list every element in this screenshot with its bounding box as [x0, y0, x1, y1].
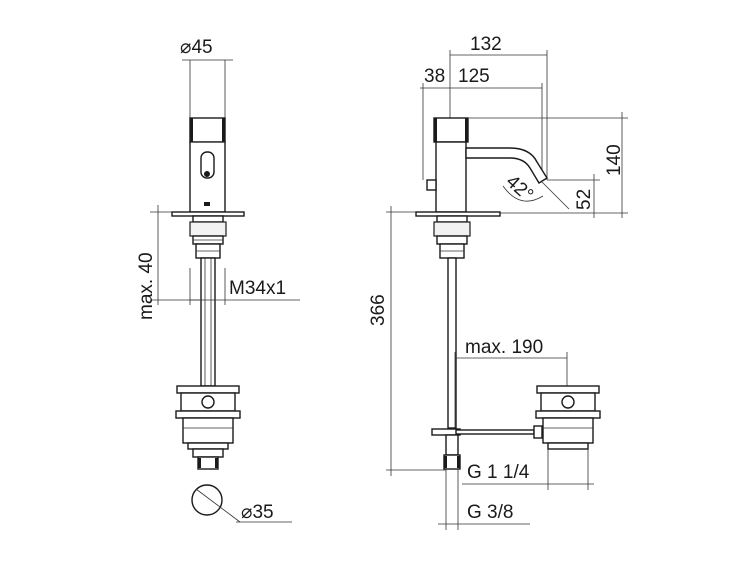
dim-outlet-height: 52: [547, 174, 600, 218]
label-pipe-length: 366: [368, 294, 389, 326]
label-overall-reach: 132: [470, 34, 502, 55]
dim-spout-diameter: ⌀45: [180, 37, 233, 118]
supply-pipe: [431, 257, 461, 470]
faucet-body-front: [189, 117, 226, 213]
pop-up-waste-front: [175, 385, 241, 470]
mounting-nut-front: [189, 215, 227, 259]
label-max-reach: max. 190: [465, 337, 543, 358]
dim-max-reach: max. 190: [454, 337, 568, 428]
front-view: ⌀45 max. 40: [136, 37, 300, 523]
mounting-nut-side: [433, 215, 471, 259]
threaded-rod-front: [200, 257, 216, 387]
drain-rod: [455, 429, 535, 435]
dim-overall-reach: 132: [449, 34, 548, 180]
label-spout-reach: 125: [458, 66, 490, 87]
dim-height: 140: [468, 112, 628, 218]
label-pop-up-diameter: ⌀35: [241, 502, 274, 523]
dim-pop-up-diameter: ⌀35: [191, 484, 292, 523]
label-supply-thread: G 3/8: [467, 502, 513, 523]
pop-up-waste-side: [535, 385, 601, 450]
dim-offset-reach: 38 125: [420, 66, 543, 180]
label-spout-diameter: ⌀45: [180, 37, 213, 58]
label-outlet-height: 52: [574, 189, 595, 210]
dim-supply-thread: G 3/8: [438, 469, 530, 530]
dim-pipe-length: 366: [368, 206, 446, 476]
side-view: 132 38 125 42°: [368, 34, 628, 530]
dim-thread: M34x1: [189, 268, 300, 305]
label-max-depth: max. 40: [136, 252, 157, 320]
label-height: 140: [604, 144, 625, 176]
dim-waste-thread: G 1 1/4: [462, 449, 594, 490]
label-waste-thread: G 1 1/4: [467, 462, 530, 483]
drain-rod-clip: [533, 425, 543, 439]
label-offset: 38: [424, 66, 445, 87]
label-thread: M34x1: [229, 278, 286, 299]
faucet-body-side: [426, 117, 548, 213]
